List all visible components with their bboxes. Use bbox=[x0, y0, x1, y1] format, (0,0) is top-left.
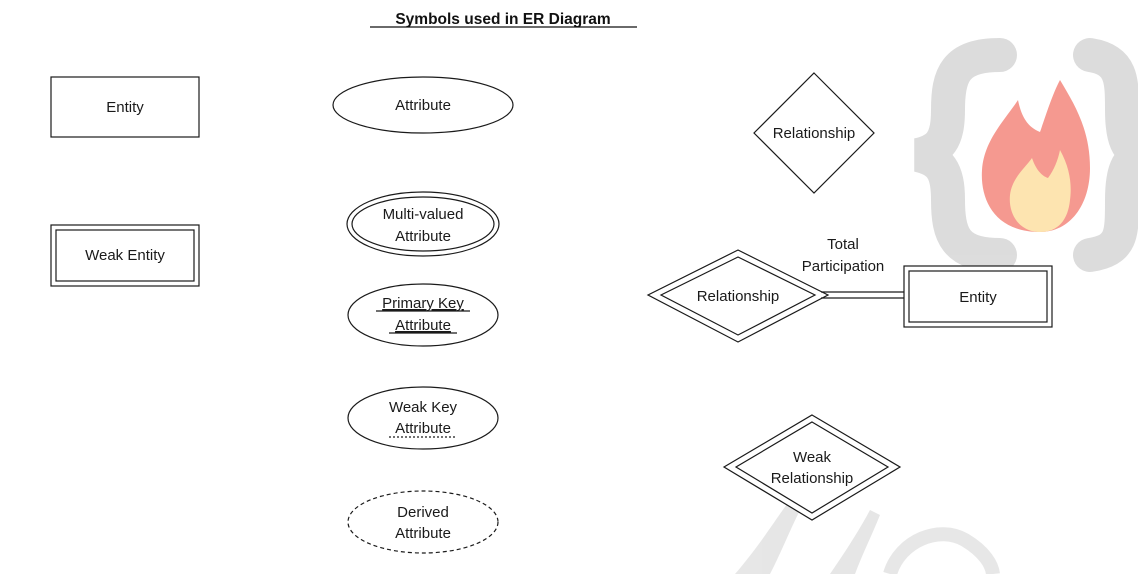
multivalued-label-line1: Multi-valued bbox=[383, 206, 464, 223]
multivalued-attribute-symbol: Multi-valued Attribute bbox=[346, 191, 500, 257]
weak-key-label-line1: Weak Key bbox=[389, 399, 458, 416]
multivalued-label-line2: Attribute bbox=[395, 228, 451, 245]
primary-key-label-line2: Attribute bbox=[395, 317, 451, 334]
attribute-ellipse bbox=[332, 76, 514, 134]
weak-key-attribute-symbol: Weak Key Attribute bbox=[347, 386, 499, 450]
attribute-symbol: Attribute bbox=[332, 76, 514, 134]
multivalued-inner-ellipse bbox=[351, 196, 495, 252]
weak-key-label-line2: Attribute bbox=[395, 420, 451, 437]
relationship-label: Relationship bbox=[773, 125, 856, 142]
identifying-relationship-inner-diamond bbox=[659, 256, 817, 336]
primary-key-label-line1: Primary Key bbox=[382, 295, 464, 312]
derived-label-line1: Derived bbox=[397, 504, 449, 521]
weak-relationship-label-line2: Relationship bbox=[771, 470, 854, 487]
weak-relationship-label-line1: Weak bbox=[793, 449, 832, 466]
weak-entity-inner-rectangle bbox=[55, 229, 195, 282]
total-participation-label-line2: Participation bbox=[802, 258, 885, 275]
relationship-symbol: Relationship bbox=[753, 72, 875, 194]
derived-dashed-ellipse bbox=[347, 490, 499, 554]
total-participation-relationship-label: Relationship bbox=[697, 288, 780, 305]
total-participation-label-line1: Total bbox=[827, 236, 859, 253]
derived-label-line2: Attribute bbox=[395, 525, 451, 542]
title-text: Symbols used in ER Diagram bbox=[395, 11, 610, 28]
primary-key-attribute-symbol: Primary Key Attribute bbox=[347, 283, 499, 347]
relationship-diamond bbox=[753, 72, 875, 194]
entity-label: Entity bbox=[106, 99, 144, 116]
total-participation-entity-label: Entity bbox=[959, 289, 997, 306]
entity-symbol: Entity bbox=[50, 76, 200, 138]
weak-entity-symbol: Weak Entity bbox=[50, 224, 200, 287]
attribute-label: Attribute bbox=[395, 97, 451, 114]
weak-relationship-symbol: Weak Relationship bbox=[722, 414, 902, 521]
weak-key-ellipse bbox=[347, 386, 499, 450]
curly-braces-flame-logo-icon bbox=[735, 38, 1138, 574]
weak-relationship-inner-diamond bbox=[734, 421, 890, 514]
primary-key-ellipse bbox=[347, 283, 499, 347]
diagram-title: Symbols used in ER Diagram bbox=[370, 11, 637, 28]
total-participation-entity-inner-rectangle bbox=[908, 270, 1048, 323]
weak-entity-label: Weak Entity bbox=[85, 247, 165, 264]
derived-attribute-symbol: Derived Attribute bbox=[347, 490, 499, 554]
entity-rectangle bbox=[50, 76, 200, 138]
total-participation-symbol: Relationship Total Participation Entity bbox=[646, 236, 1053, 343]
